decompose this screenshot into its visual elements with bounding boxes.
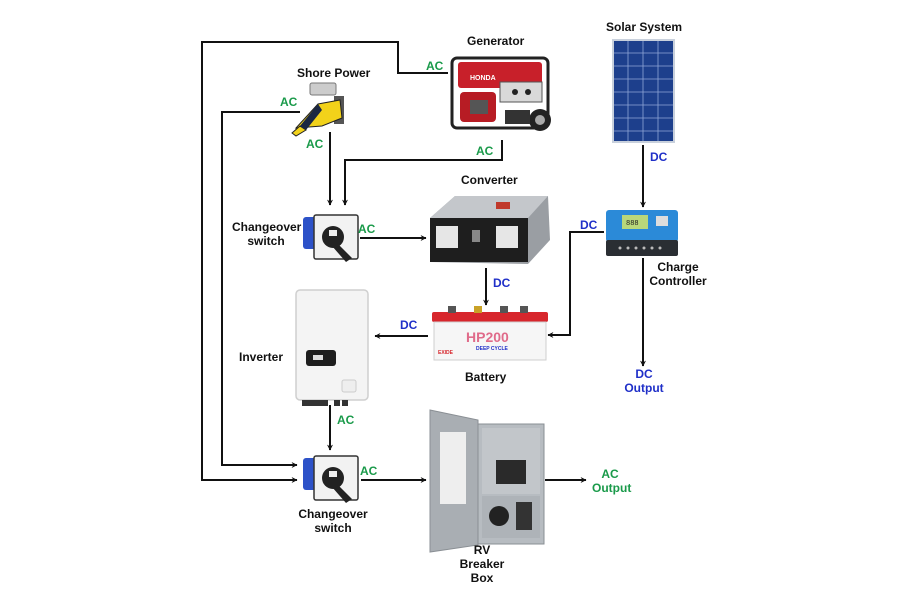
charge-controller-label-line2: Controller [649,274,707,288]
charge-controller-icon: 888 [606,210,678,256]
changeover-switch-top-icon[interactable] [303,214,359,262]
charge-controller-label-line1: Charge [657,260,699,274]
label-solar-to-controller: DC [650,150,668,164]
label-generator-out-left: AC [426,59,444,73]
wire-generator-to-top-changeover [342,140,503,206]
label-battery-to-inverter: DC [400,318,418,332]
changeover-top-label-line2: switch [247,234,285,248]
converter-icon [430,196,550,264]
generator-label: Generator [467,34,525,48]
shore-power-plug-icon [291,82,344,137]
solar-panel-icon [612,39,675,143]
label-generator-out-bottom: AC [476,144,494,158]
label-changeover-to-breaker: AC [360,464,378,478]
inverter-label: Inverter [239,350,284,364]
breaker-box-icon[interactable] [429,409,545,553]
shore-power-label: Shore Power [297,66,371,80]
label-inverter-to-changeover: AC [337,413,355,427]
svg-text:888: 888 [626,220,639,228]
wire-generator-to-bottom-changeover [201,41,448,483]
label-shore-out-left: AC [280,95,298,109]
changeover-bottom-label-line2: switch [314,521,352,535]
svg-text:HP200: HP200 [466,329,509,345]
inverter-icon [295,289,369,406]
generator-icon: HONDA [450,56,551,131]
battery-icon: HP200 DEEP CYCLE EXIDE [432,306,548,361]
svg-text:DEEP CYCLE: DEEP CYCLE [476,346,509,352]
ac-output-line2: Output [592,481,632,495]
breaker-box-label-line3: Box [470,571,494,585]
wire-shore-to-bottom-changeover [221,111,300,468]
ac-output-label: AC Output [592,467,632,495]
label-changeover-to-converter: AC [358,222,376,236]
dc-output-line1: DC [635,367,653,381]
charge-controller-label: Charge Controller [647,260,709,288]
solar-system-label: Solar System [606,20,683,34]
breaker-box-label-line1: RV [473,543,491,557]
svg-text:HONDA: HONDA [470,75,496,82]
dc-output-label: DC Output [624,367,664,395]
wire-controller-to-battery [547,231,604,338]
converter-label: Converter [461,173,518,187]
ac-output-line1: AC [601,467,619,481]
label-shore-out-down: AC [306,137,324,151]
breaker-box-label: RV Breaker Box [457,543,507,585]
battery-label: Battery [465,370,507,384]
changeover-top-label: Changeover switch [232,220,302,248]
changeover-top-label-line1: Changeover [232,220,302,234]
dc-output-line2: Output [624,381,664,395]
breaker-box-label-line2: Breaker [459,557,505,571]
changeover-bottom-label-line1: Changeover [298,507,368,521]
label-converter-to-battery: DC [493,276,511,290]
svg-text:EXIDE: EXIDE [438,350,454,356]
changeover-bottom-label: Changeover switch [296,507,370,535]
changeover-switch-bottom-icon[interactable] [303,455,359,503]
label-controller-to-battery: DC [580,218,598,232]
